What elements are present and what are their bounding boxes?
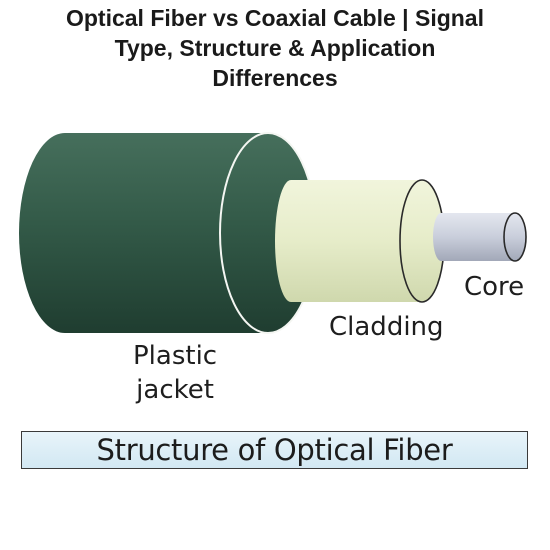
cladding-label: Cladding (329, 312, 444, 342)
core-rim (503, 212, 527, 262)
page-title-line: Optical Fiber vs Coaxial Cable | Signal (65, 5, 484, 31)
core-body (433, 213, 526, 261)
page-title: Optical Fiber vs Coaxial Cable | Signal … (0, 3, 550, 93)
plastic-jacket-label-line: Plastic (133, 341, 218, 371)
core-layer (433, 212, 527, 262)
diagram-caption: Structure of Optical Fiber (96, 433, 453, 467)
plastic-jacket-label: Plastic jacket (133, 339, 217, 407)
page-title-line: Type, Structure & Application (114, 35, 436, 61)
page-title-line: Differences (212, 65, 338, 91)
plastic-jacket-layer (19, 132, 317, 334)
cladding-body (275, 180, 444, 302)
plastic-jacket-label-line: jacket (136, 375, 214, 405)
caption-box: Structure of Optical Fiber (21, 431, 528, 469)
cladding-layer (275, 179, 445, 303)
core-label: Core (464, 272, 525, 302)
